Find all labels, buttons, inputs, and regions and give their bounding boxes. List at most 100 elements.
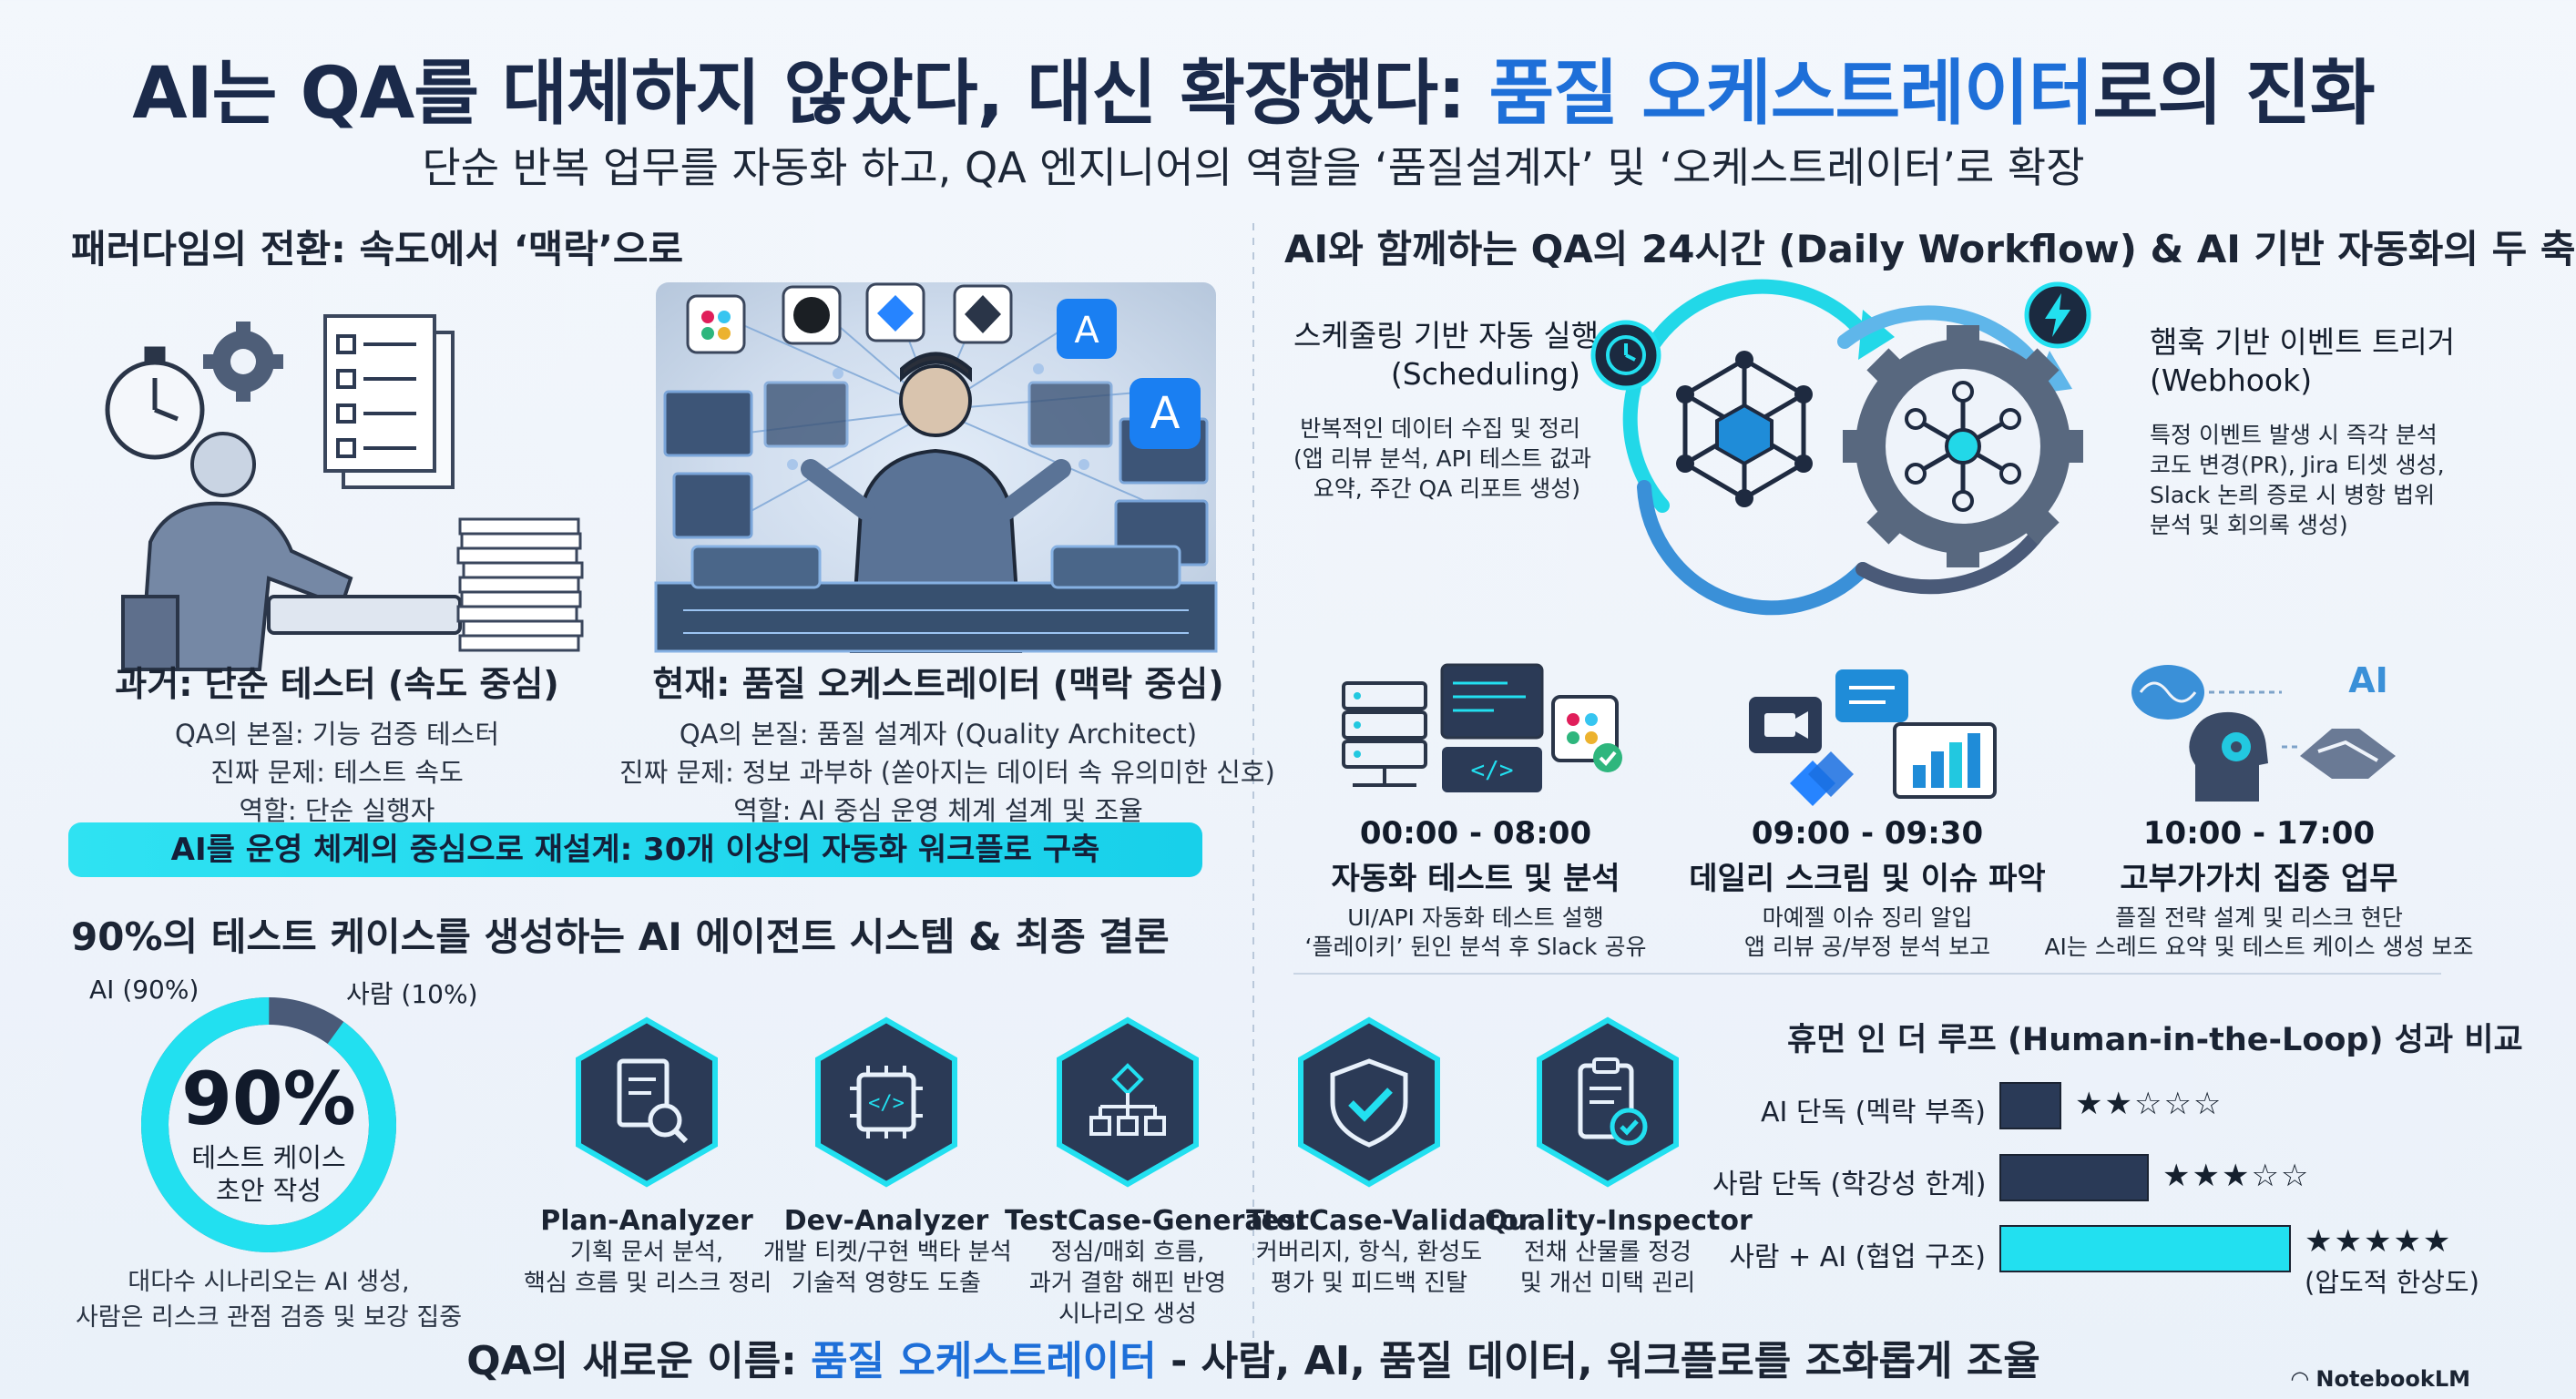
ai-badge: AI <box>2348 660 2388 700</box>
donut-note: 대다수 시나리오는 AI 생성, 사람은 리스크 관점 검증 및 보강 집중 <box>55 1261 483 1333</box>
handshake-icon <box>2300 729 2396 779</box>
agent-name: Plan-Analyzer <box>540 1205 753 1237</box>
timeslot-title: 자동화 테스트 및 분석 <box>1331 861 1620 897</box>
video-call-icon <box>1749 697 1822 753</box>
head-gear-icon <box>2189 711 2268 802</box>
page-title: AI는 QA를 대체하지 않았다, 대신 확장했다: 품질 오케스트레이터로의 … <box>0 36 2507 138</box>
agent-desc: 기획 문서 분석, <box>569 1239 724 1266</box>
title-text: AI는 QA를 대체하지 않았다, 대신 확장했다: <box>132 53 1489 135</box>
past-title: 과거: 단순 테스터 (속도 중심) <box>115 664 559 704</box>
timeslot-time: 10:00 - 17:00 <box>2142 815 2376 852</box>
keyboard-icon <box>267 595 462 635</box>
timeslot-desc: 앱 리뷰 공/부정 분석 보고 <box>1743 934 1991 960</box>
brand-icon: ◠ <box>2291 1366 2316 1392</box>
title-highlight: 품질 오케스트레이터 <box>1488 53 2094 135</box>
agent-desc: 커버리지, 항식, 환성도 <box>1255 1239 1483 1266</box>
rating-stars: ★★★★★ <box>2305 1223 2453 1260</box>
chat-icon <box>1835 669 1908 722</box>
agent-desc: 개발 티켓/구현 백타 분석 <box>763 1239 1012 1266</box>
timeslot-time: 09:00 - 09:30 <box>1751 815 1984 852</box>
present-line: 역할: AI 중심 운영 체계 설계 및 조율 <box>733 795 1143 826</box>
agent-dev-analyzer: </> Dev-Analyzer 개발 티켓/구현 백타 분석 기술적 영향도 … <box>763 1016 1012 1299</box>
brand-label: ◠ NotebookLM <box>2292 1366 2470 1392</box>
flowchart-icon <box>1050 1016 1205 1189</box>
timeslot-daytime: 10:00 - 17:00 고부가가치 집중 업무 플질 전략 설계 및 리스크… <box>2040 815 2478 962</box>
closing-text-end: - 사람, AI, 품질 데이터, 워크플로를 조화롭게 조율 <box>1156 1338 2040 1384</box>
agent-name: Quality-Inspector <box>1485 1205 1753 1237</box>
donut-ai-slice <box>140 997 396 1252</box>
timeslot-morning: 09:00 - 09:30 데일리 스크림 및 이슈 파악 마예젤 이슈 징리 … <box>1658 815 2077 962</box>
horizontal-divider <box>1293 973 2441 975</box>
hitl-label: 사람 + AI (협업 구조) <box>1729 1241 1986 1273</box>
hitl-label: 사람 단독 (학강성 한계) <box>1712 1169 1987 1200</box>
gear-icon <box>203 322 283 402</box>
webhook-desc: 코도 변경(PR), Jira 티셋 생성, <box>2150 452 2445 478</box>
agent-plan-analyzer: Plan-Analyzer 기획 문서 분석, 핵심 흐름 및 리스크 정리 <box>524 1016 772 1299</box>
scheduling-desc: 요약, 주간 QA 리포트 생성) <box>1313 475 1580 502</box>
hitl-bar <box>1999 1082 2061 1129</box>
analytics-chart-icon <box>1893 722 1997 799</box>
jira-logo-icon <box>1790 751 1854 806</box>
webhook-title: 햄훅 기반 이벤트 트리거 <box>2150 324 2456 360</box>
donut-center-line: 테스트 케이스 <box>191 1142 346 1173</box>
checklist-icon <box>323 314 455 489</box>
server-icon <box>1342 681 1427 787</box>
donut-ai-label: AI (90%) <box>89 975 199 1005</box>
hitl-note: (압도적 한상도) <box>2305 1267 2479 1298</box>
agent-desc: 및 개선 미택 괸리 <box>1519 1270 1696 1297</box>
agents-heading: 90%의 테스트 케이스를 생성하는 AI 에이전트 시스템 & 최종 결론 <box>71 914 1170 959</box>
donut-note-line: 사람은 리스크 관점 검증 및 보강 집중 <box>75 1303 463 1332</box>
lightning-icon <box>2024 281 2091 349</box>
chip-code-icon: </> <box>809 1016 964 1189</box>
hitl-bar <box>1999 1154 2149 1201</box>
meeting-icons <box>1744 660 2018 806</box>
scheduling-desc: 반복적인 데이터 수집 및 정리 <box>1300 415 1580 442</box>
donut-center: 90% 테스트 케이스 초안 작성 <box>137 1057 401 1207</box>
clock-icon <box>1590 320 1661 391</box>
past-line: 진짜 문제: 테스트 속도 <box>210 757 464 788</box>
app-store-icon-large <box>1130 378 1201 449</box>
hitl-bar <box>1999 1225 2291 1272</box>
hitl-title: 휴먼 인 더 루프 (Human-in-the-Loop) 성과 비교 <box>1787 1022 2523 1058</box>
agent-desc: 평가 및 피드백 진탈 <box>1270 1270 1468 1297</box>
agent-desc: 핵심 흐름 및 리스크 정리 <box>524 1270 772 1297</box>
agent-desc: 전채 산물롤 정겅 <box>1524 1239 1692 1266</box>
past-line: 역할: 단순 실행자 <box>239 795 435 826</box>
closing-highlight: 품질 오케스트레이터 <box>811 1338 1157 1384</box>
timeslot-title: 데일리 스크림 및 이슈 파악 <box>1689 861 2046 897</box>
timeslot-overnight: 00:00 - 08:00 자동화 테스트 및 분석 UI/API 자동화 테스… <box>1266 815 1685 962</box>
code-window-icon: </> <box>1440 663 1544 792</box>
webhook-desc: Slack 논릐 증로 시 병항 법위 <box>2150 482 2436 508</box>
donut-human-label: 사람 (10%) <box>346 979 478 1009</box>
svg-text:A: A <box>1150 388 1181 439</box>
donut-center-value: 90% <box>181 1057 356 1141</box>
present-illustration: A A <box>654 282 1218 653</box>
redesign-banner: AI를 운영 체계의 중심으로 재설계: 30개 이상의 자동화 워크플로 구축 <box>68 822 1202 877</box>
human-ai-icons: AI <box>2122 656 2414 806</box>
closing-text: QA의 새로운 이름: <box>466 1338 812 1384</box>
automation-icons: </> <box>1334 656 1626 802</box>
present-title: 현재: 품질 오케스트레이터 (맥락 중심) <box>652 664 1224 704</box>
rating-stars: ★★☆☆☆ <box>2075 1086 2223 1122</box>
stopwatch-icon <box>105 346 205 460</box>
vertical-divider <box>1252 223 1254 1343</box>
scheduling-title: (Scheduling) <box>1390 356 1580 392</box>
closing-statement: QA의 새로운 이름: 품질 오케스트레이터 - 사람, AI, 품질 데이터,… <box>0 1328 2507 1386</box>
tester-person <box>121 432 353 671</box>
agent-name: TestCase-Generator <box>1005 1205 1309 1237</box>
past-line: QA의 본질: 기능 검증 테스터 <box>174 719 500 750</box>
gear-network-icon <box>1837 305 2083 595</box>
scheduling-block: 스케줄링 기반 자동 실행 (Scheduling) 반복적인 데이터 수집 및… <box>1293 317 1599 504</box>
present-caption: 현재: 품질 오케스트레이터 (맥락 중심) QA의 본질: 품질 설계자 (Q… <box>619 656 1275 828</box>
donut-chart <box>137 993 401 1257</box>
document-search-icon <box>569 1016 724 1189</box>
hitl-label: AI 단독 (멕락 부족) <box>1761 1097 1986 1128</box>
webhook-desc: 분석 및 회의록 생성) <box>2150 512 2348 538</box>
clipboard-check-icon <box>1530 1016 1685 1189</box>
control-console <box>654 545 1218 653</box>
agent-desc: 기술적 영향도 도출 <box>792 1270 981 1297</box>
svg-text:</>: </> <box>1471 757 1514 784</box>
timeslot-title: 고부가가치 집중 업무 <box>2120 861 2398 897</box>
title-text-end: 로의 진화 <box>2092 53 2376 135</box>
automation-cycle-graphic <box>1590 278 2100 616</box>
